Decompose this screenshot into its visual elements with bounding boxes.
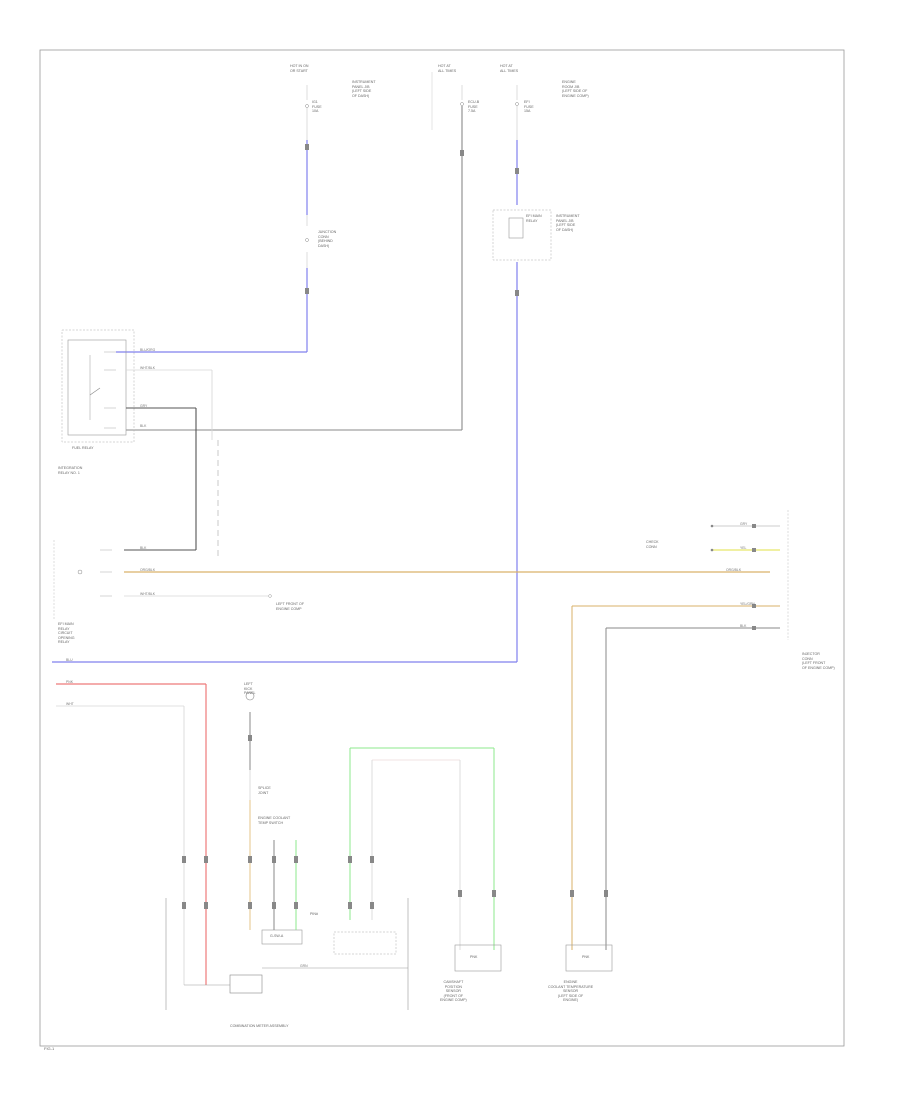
- combination-meter: [165, 898, 409, 1010]
- ground-left-label: LEFT FRONT OF ENGINE COMP: [276, 602, 305, 611]
- power-feed-middle: [126, 72, 464, 431]
- hot-label-2: HOT AT ALL TIMES: [438, 64, 457, 73]
- meter-label: COMBINATION METER ASSEMBLY: [230, 1024, 289, 1028]
- fuse-c-label: EFI FUSE 15A: [524, 100, 534, 114]
- ecm-small-label: G-SW-A: [270, 934, 284, 938]
- wire-label-yel-grn: YEL/GRN: [740, 602, 755, 606]
- wire-label-org-blk: ORG/BLK: [140, 568, 156, 572]
- sensor-center-label-2: SPLICE JOINT: [258, 786, 271, 795]
- engine-coolant-switch-label: ENGINE COOLANT TEMP SWITCH: [258, 816, 291, 825]
- wire-label-pink: PNK: [66, 680, 73, 684]
- wire-label-yel: YEL: [740, 546, 747, 550]
- check-conn-label: CHECK CONN: [646, 540, 659, 549]
- figure-number: FIG-1: [44, 1046, 55, 1051]
- camshaft-sensor-wires: [348, 747, 502, 972]
- wire-label-gray: GRY: [140, 404, 148, 408]
- main-relay-name: INTEGRATION RELAY NO. 1: [58, 466, 83, 475]
- wire-label-grn: GRN: [300, 964, 308, 968]
- wire-label-wht-blk-2: WHT/BLK: [140, 592, 156, 596]
- lower-left-wires: [56, 683, 208, 985]
- wire-label-blu: BLU: [66, 658, 73, 662]
- wire-label-org-blk-right: ORG/BLK: [726, 568, 742, 572]
- power-feed-right: [52, 85, 552, 663]
- fuse-a-label: IG1 FUSE 10A: [312, 100, 322, 114]
- wire-label-blk: BLK: [140, 424, 147, 428]
- main-relay-box-label: FUEL RELAY: [72, 446, 94, 450]
- wire-label-gray-right: GRY: [740, 522, 748, 526]
- right-injector-connector: [572, 510, 789, 640]
- hot-label-1: HOT IN ON OR START: [290, 64, 309, 73]
- relay-label: EFI MAIN RELAY: [526, 214, 542, 223]
- ecm-left-label: EFI MAIN RELAY CIRCUIT OPENING RELAY: [58, 622, 75, 645]
- temp-sensor-wires: [565, 606, 613, 972]
- sensor-box-label: PNK: [470, 955, 478, 959]
- fuse-a-location: INSTRUMENT PANEL J/B (LEFT SIDE OF DASH): [352, 80, 376, 98]
- relay-output-wires: [124, 369, 219, 560]
- relay-location: INSTRUMENT PANEL J/B (LEFT SIDE OF DASH): [556, 214, 580, 232]
- wire-label-blk-right: BLK: [740, 624, 747, 628]
- center-splice-wires: [245, 691, 298, 930]
- sensor-box-2-label: PNK: [582, 955, 590, 959]
- wire-label-wht: WHT: [66, 702, 74, 706]
- wire-label-blu-org: BLU/ORG: [140, 348, 156, 352]
- fuse-b-label: ECU-B FUSE 7.5A: [468, 100, 480, 114]
- fuse-c-location: ENGINE ROOM J/B (LEFT SIDE OF ENGINE COM…: [562, 80, 589, 98]
- power-feed-left: [116, 85, 309, 353]
- camshaft-sensor-label: CAMSHAFT POSITION SENSOR (FRONT OF ENGIN…: [440, 980, 467, 1003]
- coolant-temp-sensor-label: ENGINE COOLANT TEMPERATURE SENSOR (LEFT …: [548, 980, 594, 1003]
- integration-relay: [61, 329, 135, 443]
- ecm-left-connector: [53, 540, 770, 620]
- pin-label: PIN#: [310, 912, 318, 916]
- hot-label-3: HOT AT ALL TIMES: [500, 64, 519, 73]
- wire-label-wht-blk: WHT/BLK: [140, 366, 156, 370]
- wire-label-blk-2: BLK: [140, 546, 147, 550]
- right-conn-label: INJECTOR CONN (LEFT FRONT OF ENGINE COMP…: [802, 652, 835, 670]
- sensor-center-label: LEFT KICK PANEL: [244, 682, 256, 696]
- junction-label: JUNCTION CONN (BEHIND DASH): [318, 230, 337, 248]
- diagram-frame: [39, 49, 845, 1047]
